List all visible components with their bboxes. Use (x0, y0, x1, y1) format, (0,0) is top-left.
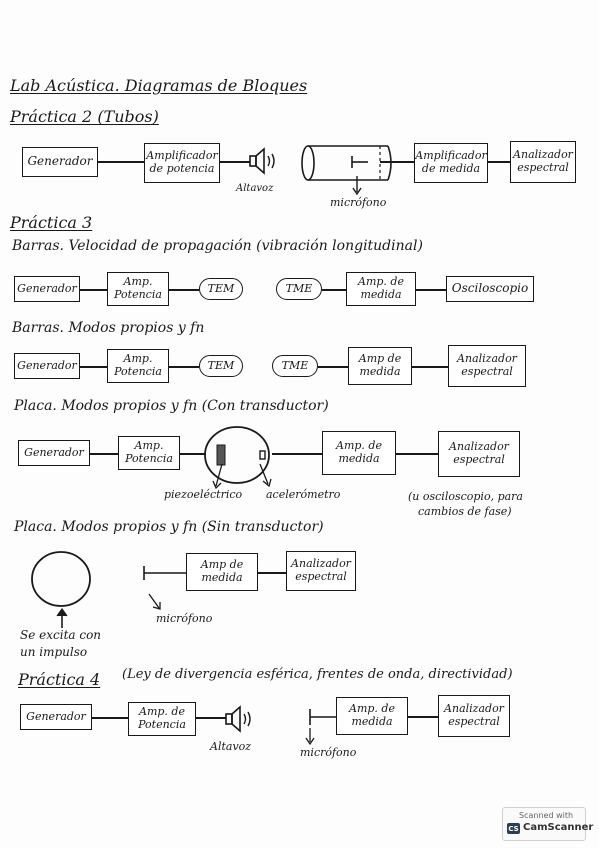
excita-line1: Se excita con (20, 628, 102, 642)
p3-s2-title: Barras. Modos propios y fn (12, 320, 205, 336)
connector (220, 161, 250, 163)
p3-s2-tem-oval: TEM (199, 355, 243, 377)
microfono-label: micrófono (300, 746, 357, 759)
p3-s4-analizador-box: Analizador espectral (286, 551, 356, 591)
p4-amp-box: Amp. de Potencia (128, 702, 196, 736)
practica3-heading: Práctica 3 (10, 213, 93, 232)
p3-s1-tem-oval: TEM (199, 278, 243, 300)
p3-s2-amp-medida-box: Amp de medida (348, 347, 412, 385)
p3-s3-generador-box: Generador (18, 440, 90, 466)
practica2-heading: Práctica 2 (Tubos) (10, 107, 159, 126)
p4-amp-medida-box: Amp. de medida (336, 697, 408, 735)
p3-s3-analizador-box: Analizador espectral (438, 431, 520, 477)
arrow-mic-icon (148, 593, 161, 610)
connector (258, 572, 286, 574)
p3-s2-tme-oval: TME (272, 355, 318, 377)
connector (488, 161, 510, 163)
connector (180, 453, 206, 455)
arrow-down-icon (305, 728, 315, 746)
connector (272, 453, 322, 455)
p3-s3-title: Placa. Modos propios y fn (Con transduct… (14, 398, 329, 414)
stamp-line2: CamScanner (523, 822, 594, 833)
page-title: Lab Acústica. Diagramas de Bloques (10, 76, 308, 95)
piezo-label: piezoeléctrico (164, 488, 243, 501)
arrow-acel-icon (259, 463, 272, 488)
p3-s3-amp-medida-box: Amp. de medida (322, 431, 396, 475)
connector (396, 453, 438, 455)
microphone-icon (351, 156, 368, 168)
p2-analizador-box: Analizador espectral (510, 141, 576, 183)
p3-s4-title: Placa. Modos propios y fn (Sin transduct… (14, 519, 324, 535)
p2-generador-box: Generador (22, 147, 98, 177)
p3-s4-amp-medida-box: Amp de medida (186, 553, 258, 591)
connector (80, 366, 107, 368)
arrow-down-icon (352, 176, 362, 196)
p3-s1-tme-oval: TME (276, 278, 322, 300)
p3-s1-osc-box: Osciloscopio (446, 276, 534, 302)
note-line1: (u osciloscopio, para (408, 490, 523, 503)
microphone-icon (309, 709, 336, 725)
arrow-piezo-icon (212, 463, 223, 490)
p3-s1-generador-box: Generador (14, 276, 80, 302)
plate-circle-icon (31, 551, 91, 607)
p3-s1-title: Barras. Velocidad de propagación (vibrac… (12, 238, 423, 254)
camscanner-stamp: Scanned with CS CamScanner (502, 807, 593, 841)
altavoz-label: Altavoz (210, 740, 252, 753)
microfono-label: micrófono (330, 196, 387, 209)
speaker-icon (249, 147, 275, 175)
tube-icon (301, 145, 392, 181)
altavoz-label: Altavoz (236, 183, 274, 194)
microfono-label: micrófono (156, 612, 213, 625)
p4-analizador-box: Analizador espectral (438, 695, 510, 737)
connector (80, 289, 107, 291)
note-line2: cambios de fase) (418, 505, 512, 518)
plate-icon (204, 426, 270, 484)
stamp-line1: Scanned with (519, 811, 574, 820)
connector (92, 717, 128, 719)
arrow-up-icon (56, 607, 68, 628)
speaker-icon (225, 705, 251, 733)
p3-s3-amp-box: Amp. Potencia (118, 436, 180, 470)
connector (416, 289, 446, 291)
connector (322, 289, 346, 291)
p4-generador-box: Generador (20, 704, 92, 730)
connector (90, 453, 118, 455)
p2-amplificador-box: Amplificador de potencia (144, 143, 220, 183)
connector (408, 716, 438, 718)
connector (380, 161, 414, 163)
microphone-icon (143, 566, 188, 580)
practica4-subtitle: (Ley de divergencia esférica, frentes de… (122, 667, 513, 682)
acel-label: acelerómetro (266, 488, 341, 501)
p3-s1-amp-box: Amp. Potencia (107, 272, 169, 306)
connector (318, 366, 348, 368)
p3-s1-amp-medida-box: Amp. de medida (346, 272, 416, 306)
p3-s2-analizador-box: Analizador espectral (448, 345, 526, 387)
p2-amp-medida-box: Amplificador de medida (414, 143, 488, 183)
connector (98, 161, 144, 163)
connector (196, 717, 226, 719)
connector (412, 366, 448, 368)
connector (169, 289, 199, 291)
connector (169, 366, 199, 368)
excita-line2: un impulso (20, 645, 88, 659)
p3-s2-generador-box: Generador (14, 353, 80, 379)
camscanner-logo-icon: CS (507, 823, 520, 834)
p3-s2-amp-box: Amp. Potencia (107, 349, 169, 383)
practica4-heading: Práctica 4 (18, 670, 101, 689)
